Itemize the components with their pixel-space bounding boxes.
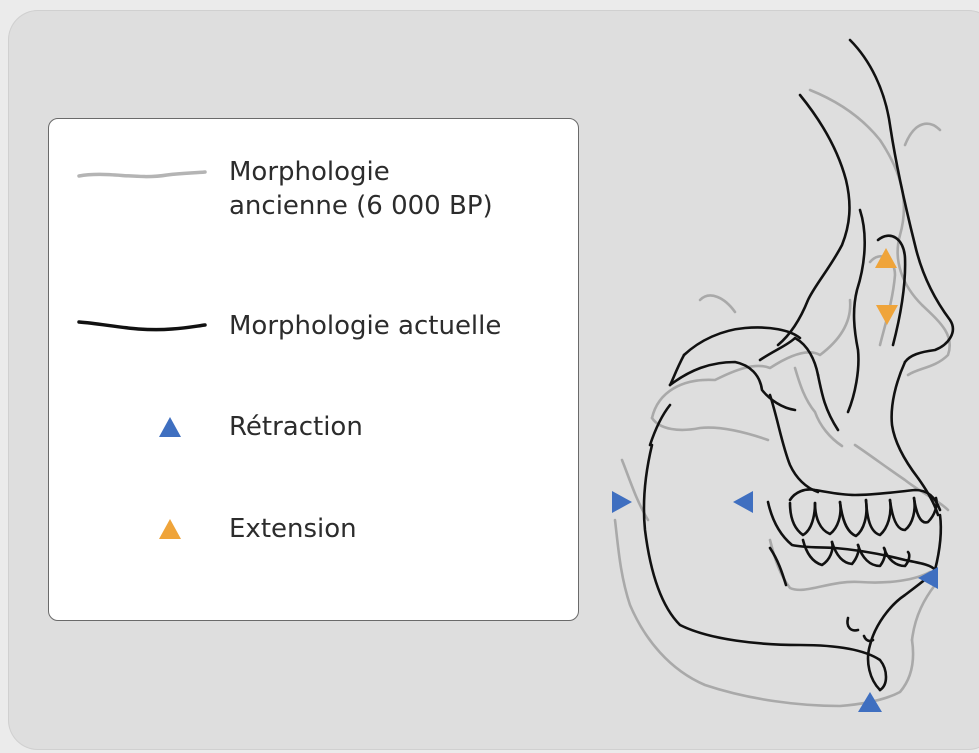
extension-arrow-down [876, 305, 898, 325]
current-morphology-outline [644, 40, 953, 690]
retraction-arrow-mandible-ramus [612, 491, 632, 513]
extension-arrow-up [875, 248, 897, 268]
retraction-arrow-chin-bottom [858, 692, 882, 712]
retraction-arrow-chin-front [918, 567, 938, 589]
retraction-arrow-cheek [733, 491, 753, 513]
